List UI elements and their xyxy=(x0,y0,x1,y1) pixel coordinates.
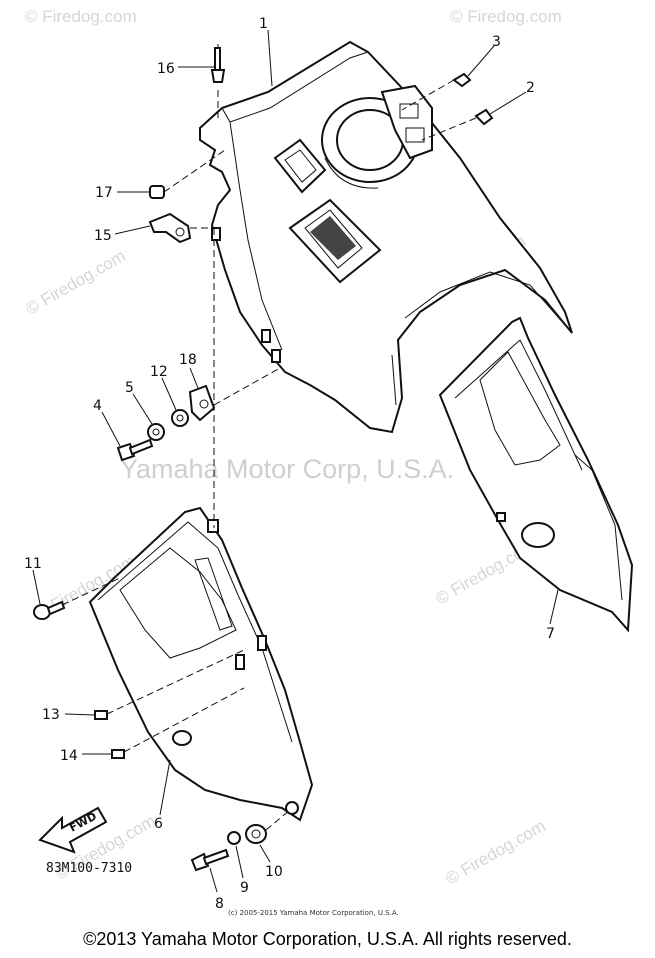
callout-7: 7 xyxy=(546,626,555,642)
fwd-arrow: FWD xyxy=(38,806,108,854)
callout-11: 11 xyxy=(24,556,42,572)
callout-8: 8 xyxy=(215,896,224,912)
watermark-top-right: © Firedog.com xyxy=(450,7,562,26)
part-2-clip xyxy=(474,108,494,126)
part-15-clamp xyxy=(148,212,192,244)
callout-15: 15 xyxy=(94,228,112,244)
part-5-washer xyxy=(147,423,165,441)
leader-lines xyxy=(32,29,559,893)
callout-1: 1 xyxy=(259,16,268,32)
part-17-grommet xyxy=(149,185,165,199)
part-8-bolt xyxy=(190,848,230,872)
callout-labels: 1 2 3 4 5 6 7 8 9 10 11 12 13 14 15 16 1… xyxy=(24,16,555,912)
callout-17: 17 xyxy=(95,185,113,201)
callout-10: 10 xyxy=(265,864,283,880)
part-18-bracket xyxy=(188,384,216,422)
part-9-washer xyxy=(227,831,241,845)
watermark-center: Yamaha Motor Corp, U.S.A. xyxy=(120,454,454,484)
callout-6: 6 xyxy=(154,816,163,832)
part-12-washer xyxy=(171,409,189,427)
right-panel-part xyxy=(438,316,634,633)
part-11-screw xyxy=(33,600,66,620)
callout-12: 12 xyxy=(150,364,168,380)
part-16-rivet xyxy=(210,44,226,83)
part-3-clip xyxy=(452,72,472,88)
part-4-bolt xyxy=(116,438,154,462)
watermark-right-bottom: © Firedog.com xyxy=(443,816,549,888)
diagram-code: 83M100-7310 xyxy=(46,861,132,876)
watermark-left-upper: © Firedog.com xyxy=(23,246,129,318)
assembly-lines xyxy=(61,79,477,831)
left-panel-part xyxy=(88,506,314,822)
callout-16: 16 xyxy=(157,61,175,77)
callout-3: 3 xyxy=(492,34,501,50)
part-10-collar xyxy=(245,824,267,844)
callout-14: 14 xyxy=(60,748,78,764)
callout-13: 13 xyxy=(42,707,60,723)
callout-4: 4 xyxy=(93,398,102,414)
part-13-rubber xyxy=(94,710,108,720)
upper-cover-part xyxy=(199,40,573,434)
watermark-top-left: © Firedog.com xyxy=(25,7,137,26)
callout-18: 18 xyxy=(179,352,197,368)
small-copyright: (c) 2005-2015 Yamaha Motor Corporation, … xyxy=(228,909,399,917)
copyright-notice: ©2013 Yamaha Motor Corporation, U.S.A. A… xyxy=(83,929,572,949)
part-14-rubber xyxy=(111,749,125,759)
callout-9: 9 xyxy=(240,880,249,896)
callout-5: 5 xyxy=(125,380,134,396)
callout-2: 2 xyxy=(526,80,535,96)
